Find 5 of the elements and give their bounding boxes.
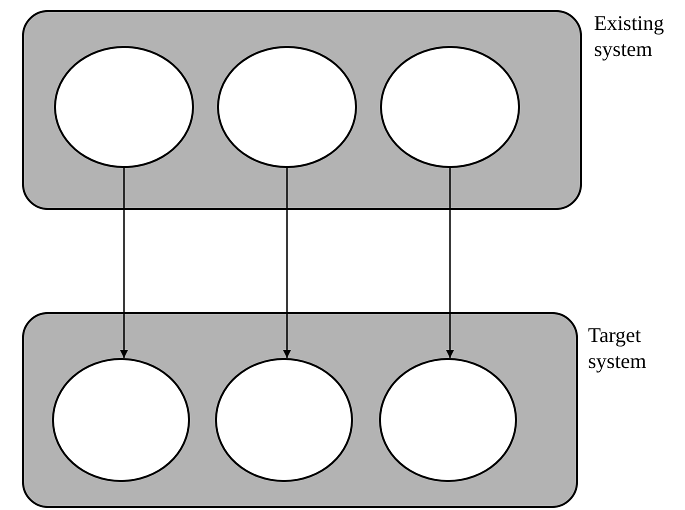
group-label: Existing system (594, 10, 666, 62)
group-label: Target system (588, 322, 648, 374)
arrow (446, 168, 454, 358)
arrow (120, 168, 128, 358)
arrow (283, 168, 291, 358)
